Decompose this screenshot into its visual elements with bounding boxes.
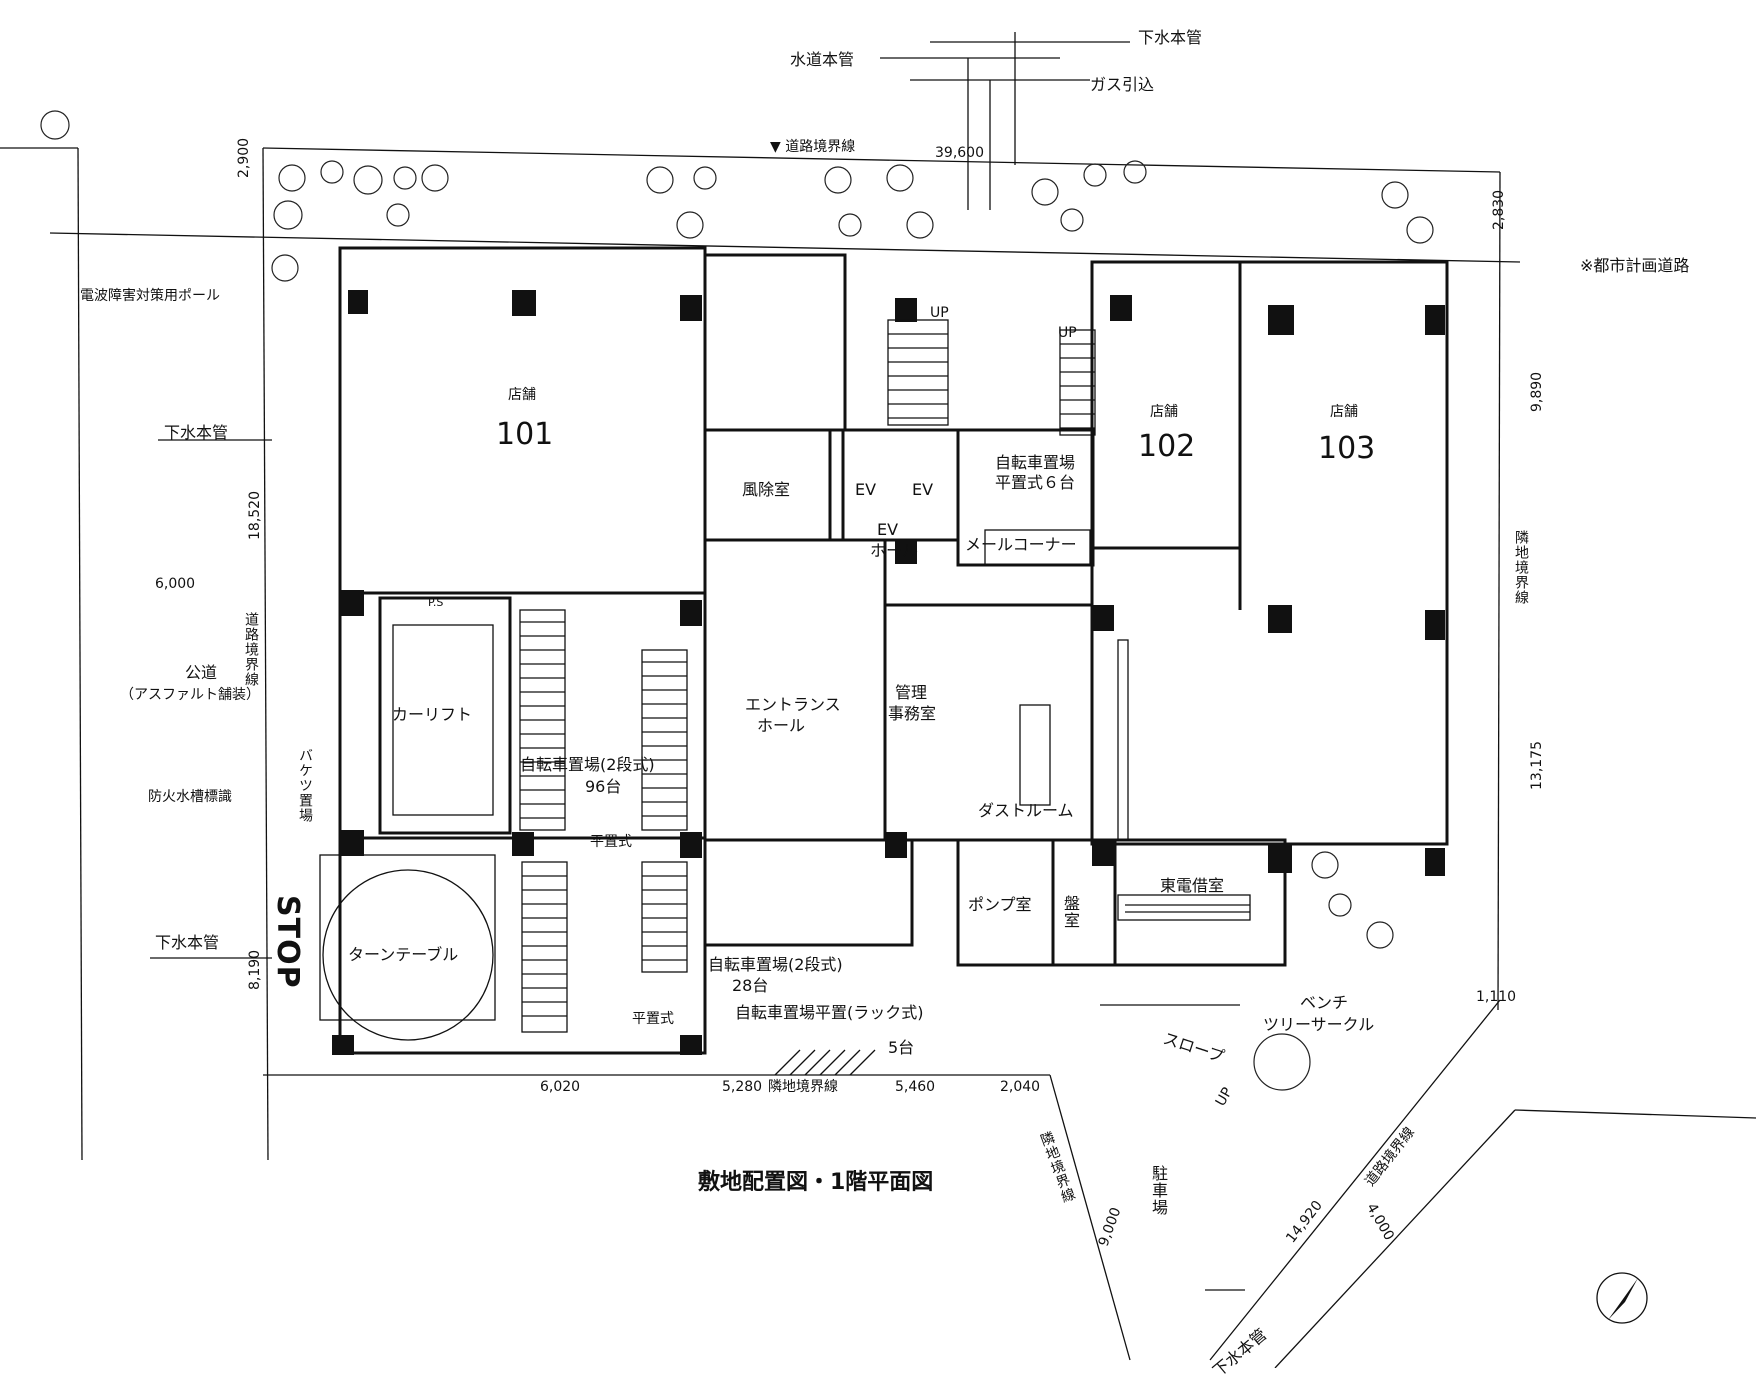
bike-2tier-label-2: 96台	[585, 777, 622, 796]
flat-type-label-2: 平置式	[632, 1011, 674, 1027]
adjacent-boundary-bottom-label: 隣地境界線	[768, 1079, 838, 1095]
office-label-1: 管理	[895, 683, 928, 702]
tree-circle-label: ツリーサークル	[1263, 1015, 1375, 1034]
city-plan-road-label: ※都市計画道路	[1580, 256, 1690, 275]
utility-lines	[150, 32, 1245, 1291]
electric-room-label: 東電借室	[1160, 876, 1225, 895]
dim-2900: 2,900	[236, 137, 252, 178]
bike-rack-label: 自転車置場平置(ラック式)	[735, 1003, 924, 1022]
radio-pole-label: 電波障害対策用ポール	[80, 288, 220, 304]
fire-sign-label: 防火水槽標識	[148, 789, 232, 805]
ev1-label: EV	[855, 480, 877, 499]
shop-101-number: 101	[496, 417, 554, 452]
entrance-hall-label-1: エントランス	[745, 695, 841, 714]
road-boundary-left-label: 道路境界線	[243, 612, 259, 687]
sewer-main-top-label: 下水本管	[1138, 28, 1203, 47]
car-lift-label: カーリフト	[392, 705, 473, 724]
road-boundary-top-label: ▼ 道路境界線	[770, 139, 856, 155]
water-main-label: 水道本管	[790, 50, 855, 69]
dim-9890: 9,890	[1529, 371, 1545, 412]
sewer-main-lower-left-label: 下水本管	[155, 933, 220, 952]
mail-corner-label: メールコーナー	[965, 535, 1077, 554]
public-road-note: （アスファルト舗装）	[120, 687, 260, 703]
dim-5460: 5,460	[895, 1079, 936, 1095]
bucket-area-label: バケツ置場	[297, 748, 313, 823]
dim-6000: 6,000	[155, 576, 196, 592]
up-label-1: UP	[930, 305, 949, 321]
dim-1110: 1,110	[1476, 989, 1517, 1005]
parking-label: 駐車場	[1149, 1165, 1168, 1216]
panel-room-label: 盤室	[1061, 895, 1080, 929]
bike-flat-label-1: 自転車置場	[995, 453, 1076, 472]
shop-102-label: 店舗	[1150, 404, 1178, 420]
dim-2830: 2,830	[1491, 189, 1507, 230]
shop-103-number: 103	[1318, 431, 1376, 466]
dim-5280: 5,280	[722, 1079, 763, 1095]
windbreak-room-label: 風除室	[742, 480, 791, 499]
up-label-2: UP	[1058, 325, 1077, 341]
ps-label: P.S	[428, 596, 444, 609]
turntable-label: ターンテーブル	[348, 945, 459, 964]
flat-type-label-1: 平置式	[590, 834, 632, 850]
bike-2tier-lower-label-1: 自転車置場(2段式)	[708, 955, 843, 974]
dim-13175: 13,175	[1529, 741, 1545, 790]
building-walls	[319, 246, 1449, 1055]
ev2-label: EV	[912, 480, 934, 499]
drawing-title: 敷地配置図・1階平面図	[698, 1170, 934, 1195]
bike-2tier-lower-label-2: 28台	[732, 976, 769, 995]
shop-102-number: 102	[1138, 429, 1196, 464]
ev-hall-label-2: ホール	[870, 541, 919, 560]
shop-101-label: 店舗	[508, 387, 536, 403]
shop-103-label: 店舗	[1330, 404, 1358, 420]
top-width-dimension: 39,600	[935, 145, 984, 161]
stop-marking: STOP	[270, 895, 305, 989]
bike-flat-label-2: 平置式６台	[995, 473, 1076, 492]
hatching	[519, 319, 1250, 1076]
bench-label: ベンチ	[1300, 993, 1349, 1012]
pump-room-label: ポンプ室	[968, 895, 1032, 914]
bike-2tier-label-1: 自転車置場(2段式)	[520, 755, 655, 774]
public-road-label: 公道	[185, 663, 218, 682]
gas-inlet-label: ガス引込	[1090, 75, 1155, 94]
bike-rack-count: 5台	[888, 1038, 915, 1057]
ev-hall-label-1: EV	[877, 520, 899, 539]
dim-2040: 2,040	[1000, 1079, 1041, 1095]
site-boundaries	[0, 147, 1756, 1368]
office-label-2: 事務室	[888, 704, 937, 723]
dim-6020: 6,020	[540, 1079, 581, 1095]
landscape-trees	[40, 110, 1434, 1091]
adjacent-boundary-right-label: 隣地境界線	[1513, 530, 1529, 605]
dim-8190: 8,190	[247, 949, 263, 990]
entrance-hall-label-2: ホール	[757, 716, 806, 735]
dust-room-label: ダストルーム	[978, 801, 1074, 820]
sewer-main-left-label: 下水本管	[164, 423, 229, 442]
structural-columns	[332, 290, 1445, 1055]
north-arrow	[1596, 1272, 1648, 1324]
dim-18520: 18,520	[247, 491, 263, 540]
